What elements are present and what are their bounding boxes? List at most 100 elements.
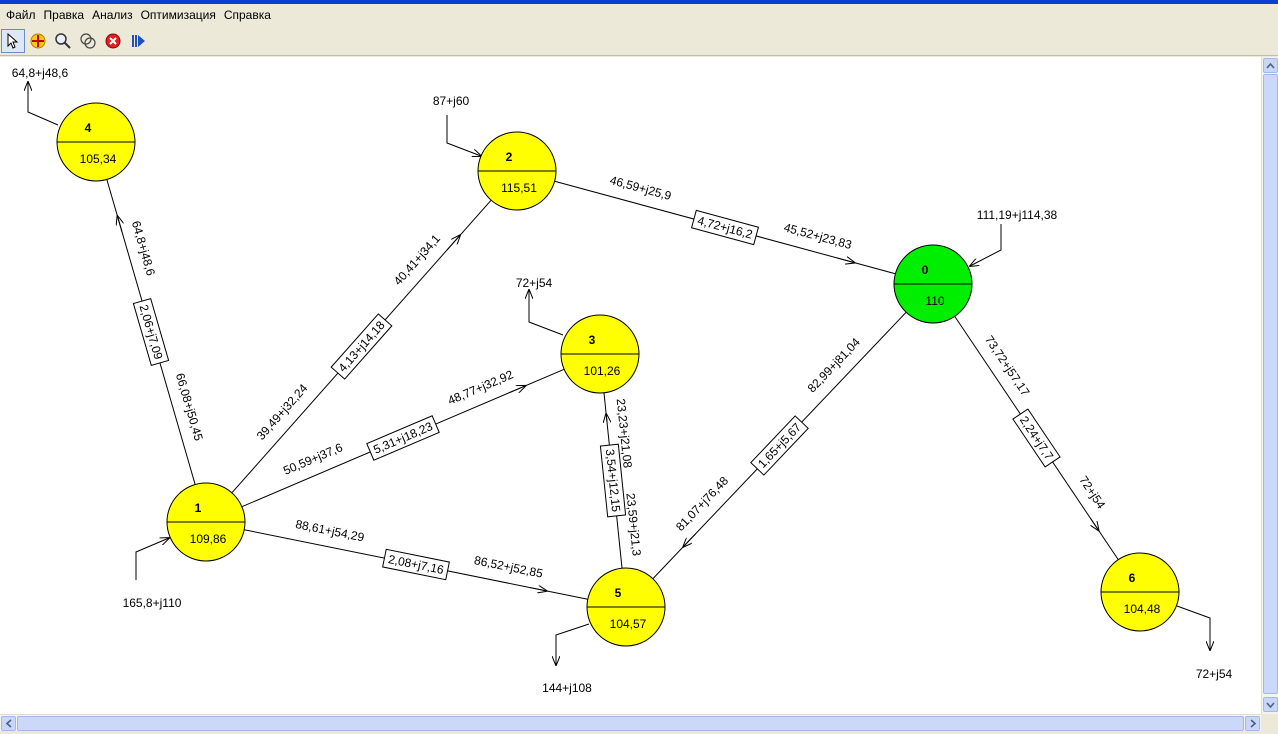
branch-flow-label: 81,07+j76,48	[673, 473, 731, 533]
injection-arrow	[135, 538, 169, 580]
branch-flow-arrow	[837, 258, 854, 263]
branch-loss-box: 3,54+j12,15	[599, 443, 627, 518]
menu-analysis[interactable]: Анализ	[92, 8, 133, 22]
branch-flow-label: 72+j54	[1076, 473, 1108, 511]
menu-file[interactable]: Файл	[6, 8, 36, 22]
run-button[interactable]	[126, 29, 150, 53]
chevron-down-icon	[1266, 701, 1275, 708]
bus-node-voltage: 109,86	[190, 532, 227, 546]
chevron-up-icon	[1266, 62, 1275, 69]
branch-loss-frame	[132, 297, 170, 367]
bus-node-number: 5	[615, 586, 622, 600]
injection-label: 72+j54	[516, 276, 553, 290]
branch-flow-arrow	[529, 587, 546, 590]
branch-loss-frame	[599, 443, 627, 518]
branch-loss-frame	[690, 209, 760, 246]
network-diagram[interactable]: 01101109,862115,513101,264105,345104,576…	[0, 57, 1261, 714]
connect-button[interactable]	[76, 29, 100, 53]
vertical-scrollbar[interactable]	[1261, 57, 1278, 714]
branch-loss-frame	[330, 313, 393, 380]
branch-flow-arrow	[117, 216, 121, 232]
branch-loss-box: 5,31+j18,23	[366, 415, 440, 461]
branch-loss-frame	[382, 548, 450, 581]
injection-arrow	[556, 623, 590, 665]
branch-loss-label: 2,06+j7,09	[136, 303, 165, 361]
pointer-tool-button[interactable]	[1, 28, 25, 53]
injection-label: 64,8+j48,6	[12, 66, 69, 80]
injection-arrow	[970, 224, 1002, 266]
zoom-icon	[55, 32, 71, 49]
branch-flow-arrow	[606, 414, 607, 423]
zoom-button[interactable]	[51, 29, 75, 53]
branch-flow-label: 86,52+j52,85	[473, 553, 544, 581]
branch-loss-box: 4,72+j16,2	[690, 209, 760, 246]
injection-arrow	[446, 115, 481, 156]
branch-flow-arrow	[1090, 517, 1098, 530]
bus-node-number: 2	[506, 150, 513, 164]
branch-flow-arrow	[683, 533, 697, 546]
scroll-down-button[interactable]	[1263, 697, 1278, 712]
vertical-scroll-thumb[interactable]	[1263, 74, 1278, 694]
injection-arrow	[529, 290, 564, 336]
branch-loss-label: 4,13+j14,18	[335, 318, 388, 375]
chevron-left-icon	[5, 719, 12, 728]
injection-label: 111,19+j114,38	[977, 208, 1058, 222]
scroll-up-button[interactable]	[1263, 58, 1278, 73]
injection-arrow	[1176, 605, 1210, 650]
bus-node-voltage: 105,34	[80, 152, 117, 166]
injection-label: 144+j108	[542, 681, 592, 695]
branch-loss-box: 4,13+j14,18	[330, 313, 393, 380]
bus-node-number: 6	[1129, 571, 1136, 585]
delete-icon	[105, 33, 121, 48]
menu-help[interactable]: Справка	[223, 8, 271, 22]
branch-flow-label: 48,77+j32,92	[446, 367, 516, 407]
add-node-button[interactable]	[26, 29, 50, 53]
branch-loss-box: 2,08+j7,16	[382, 548, 450, 581]
bus-node-voltage: 104,57	[610, 617, 647, 631]
horizontal-scroll-thumb[interactable]	[17, 716, 1244, 731]
branch-loss-label: 2,24+j7,7	[1017, 413, 1057, 462]
delete-button[interactable]	[101, 29, 125, 53]
branch-loss-label: 1,65+j5,67	[755, 420, 804, 471]
injection-label: 72+j54	[1196, 667, 1233, 681]
branch-flow-label: 39,49+j32,24	[254, 381, 311, 443]
chevron-right-icon	[1249, 719, 1256, 728]
branch-loss-box: 1,65+j5,67	[750, 415, 809, 476]
run-icon	[132, 34, 145, 47]
horizontal-scrollbar[interactable]	[0, 714, 1261, 731]
branch-flow-label: 45,52+j23,83	[782, 220, 853, 252]
injection-arrow	[28, 82, 59, 126]
bus-node-number: 0	[922, 263, 929, 277]
injection-label: 87+j60	[433, 94, 470, 108]
branch-flow-label: 66,08+j50,45	[173, 371, 206, 442]
branch-flow-arrow	[509, 386, 525, 394]
branch-flow-label: 82,99+j81,04	[805, 335, 863, 395]
bus-node-number: 3	[589, 333, 596, 347]
branch-loss-label: 4,72+j16,2	[696, 213, 754, 241]
branch-flow-arrow	[446, 235, 460, 251]
branch-loss-label: 3,54+j12,15	[603, 448, 623, 512]
scrollbar-corner	[1261, 714, 1278, 731]
branch-loss-frame	[366, 415, 440, 461]
scroll-right-button[interactable]	[1245, 716, 1260, 731]
connect-icon	[80, 32, 96, 49]
menu-edit[interactable]: Правка	[43, 8, 85, 22]
branch-flow-label: 50,59+j37,6	[281, 440, 345, 478]
branch-loss-frame	[1012, 408, 1061, 468]
window-title-strip	[0, 0, 1278, 4]
bus-node-voltage: 110	[925, 294, 944, 308]
branch-loss-box: 2,06+j7,09	[132, 297, 170, 367]
branch-loss-box: 2,24+j7,7	[1012, 408, 1061, 468]
bus-node-number: 4	[85, 121, 92, 135]
branch-flow-label: 73,72+j57,17	[982, 333, 1033, 399]
toolbar	[0, 26, 1278, 56]
menu-optimization[interactable]: Оптимизация	[140, 8, 216, 22]
bus-node-voltage: 104,48	[1124, 602, 1161, 616]
bus-node-voltage: 115,51	[501, 181, 537, 195]
branch-flow-label: 88,61+j54,29	[294, 517, 365, 545]
scroll-left-button[interactable]	[1, 716, 16, 731]
bus-node-voltage: 101,26	[584, 364, 621, 378]
menu-bar: Файл Правка Анализ Оптимизация Справка	[0, 4, 1278, 26]
pointer-icon	[7, 32, 19, 49]
